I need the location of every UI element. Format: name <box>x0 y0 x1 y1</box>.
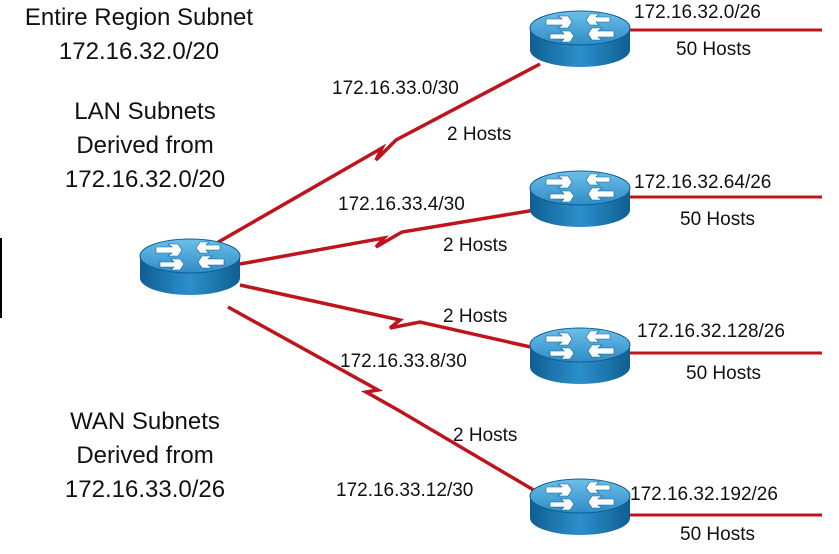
wan-link-2 <box>239 208 536 266</box>
lan-hosts-label-3: 50 Hosts <box>686 363 761 384</box>
wan-heading-line-2: Derived from <box>76 442 214 469</box>
lan-subnet-label-3: 172.16.32.128/26 <box>637 321 785 342</box>
wan-link-4 <box>227 305 538 494</box>
lan-subnet-label-4: 172.16.32.192/26 <box>630 484 778 505</box>
wan-heading-line-1: WAN Subnets <box>70 408 220 435</box>
region-heading-line-2: 172.16.32.0/20 <box>58 38 220 65</box>
wan-subnet-label-2: 172.16.33.4/30 <box>338 194 465 215</box>
wan-hosts-label-2: 2 Hosts <box>443 235 508 256</box>
wan-subnet-label-1: 172.16.33.0/30 <box>332 78 459 99</box>
lan-subnet-label-2: 172.16.32.64/26 <box>634 172 772 193</box>
wan-subnet-label-3: 172.16.33.8/30 <box>340 351 467 372</box>
wan-hosts-label-3: 2 Hosts <box>443 306 508 327</box>
lan-hosts-label-4: 50 Hosts <box>680 524 755 545</box>
wan-hosts-label-4: 2 Hosts <box>453 425 518 446</box>
router-4-icon <box>529 478 631 536</box>
wan-heading-line-3: 172.16.33.0/26 <box>64 476 226 503</box>
router-2-icon <box>529 170 631 228</box>
core-router-icon <box>139 238 241 296</box>
lan-hosts-label-2: 50 Hosts <box>680 209 755 230</box>
lan-hosts-label-1: 50 Hosts <box>676 39 751 60</box>
region-heading-line-1: Entire Region Subnet <box>24 4 254 31</box>
lan-heading-line-3: 172.16.32.0/20 <box>64 166 226 193</box>
router-1-icon <box>529 10 631 68</box>
lan-heading-line-2: Derived from <box>76 132 214 159</box>
lan-heading-line-1: LAN Subnets <box>74 98 216 125</box>
router-3-icon <box>529 327 631 385</box>
wan-subnet-label-4: 172.16.33.12/30 <box>336 480 474 501</box>
wan-heading: WAN Subnets Derived from 172.16.33.0/26 <box>10 410 280 502</box>
lan-heading: LAN Subnets Derived from 172.16.32.0/20 <box>10 100 280 192</box>
wan-hosts-label-1: 2 Hosts <box>447 124 512 145</box>
wan-link-1 <box>214 62 541 246</box>
left-edge-marker <box>0 238 2 318</box>
region-heading: Entire Region Subnet 172.16.32.0/20 <box>4 6 274 64</box>
wan-link-3 <box>239 283 536 350</box>
lan-subnet-label-1: 172.16.32.0/26 <box>634 2 761 23</box>
